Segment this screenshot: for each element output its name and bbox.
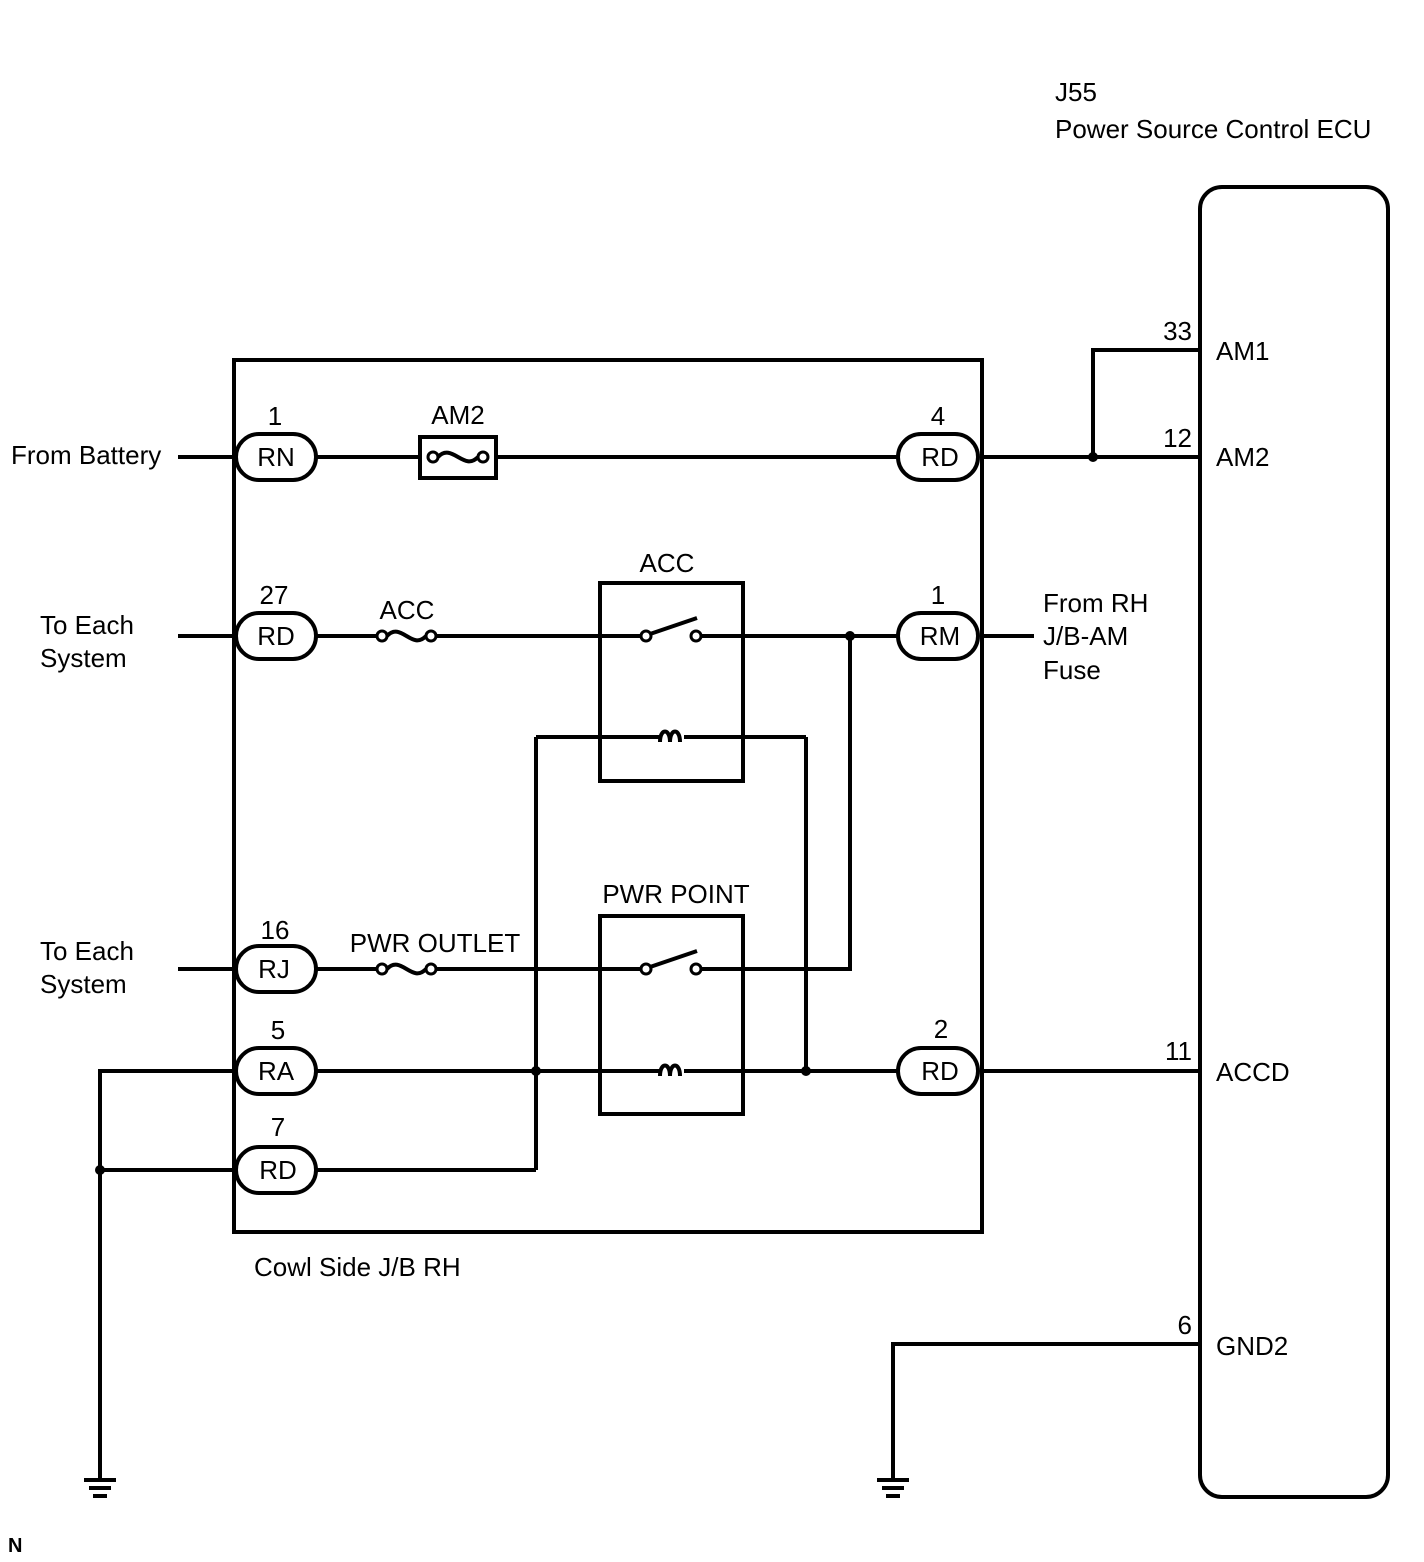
relay-switch-icon	[639, 949, 703, 976]
relay-pwr-point-box	[598, 914, 745, 1116]
svg-text:RD: RD	[921, 1056, 959, 1086]
connector-num: 7	[271, 1112, 285, 1142]
relay-label: PWR POINT	[602, 879, 749, 909]
label-to-each-system: System	[40, 969, 127, 999]
svg-text:RJ: RJ	[258, 954, 290, 984]
svg-text:RD: RD	[257, 621, 295, 651]
svg-text:RD: RD	[921, 442, 959, 472]
svg-text:RM: RM	[920, 621, 960, 651]
wires	[98, 348, 1200, 1480]
connector: RM 1	[896, 580, 980, 661]
ecu-pin-num: 11	[1165, 1036, 1192, 1066]
junction-block-box	[232, 358, 984, 1234]
label-to-each: To Each	[40, 936, 134, 966]
fuse-am2-icon	[418, 435, 498, 480]
label-from-rh: J/B-AM	[1043, 621, 1128, 651]
corner-mark: N	[8, 1535, 22, 1557]
connector-num: 16	[261, 915, 290, 945]
fuse-label: AM2	[431, 400, 484, 430]
svg-text:RD: RD	[259, 1155, 297, 1185]
connector: RD 7	[234, 1112, 318, 1195]
connector: RJ 16	[234, 915, 318, 994]
ground-icon	[84, 1478, 116, 1498]
junction-block-name: Cowl Side J/B RH	[254, 1252, 461, 1282]
connector-num: 4	[931, 401, 945, 431]
ecu-box	[1198, 185, 1390, 1499]
svg-text:RN: RN	[257, 442, 295, 472]
relay-coil-icon	[658, 1063, 682, 1077]
connector: RN 1	[234, 401, 318, 482]
ecu-pin-name: AM2	[1216, 442, 1269, 472]
ecu-pin-name: GND2	[1216, 1331, 1288, 1361]
connector: RD 4	[896, 401, 980, 482]
connector-num: 2	[934, 1014, 948, 1044]
relay-switch-icon	[639, 616, 703, 643]
connector-num: 1	[931, 580, 945, 610]
ecu-code: J55	[1055, 77, 1097, 107]
connector: RA 5	[234, 1015, 318, 1096]
label-to-each-system: System	[40, 643, 127, 673]
junction-dots	[95, 452, 1098, 1175]
label-from-rh: Fuse	[1043, 655, 1101, 685]
fuse-label: PWR OUTLET	[350, 928, 521, 958]
ecu-pin-num: 12	[1163, 423, 1192, 453]
fuse-pwr-outlet-icon	[375, 962, 438, 976]
ecu-pin-num: 6	[1178, 1310, 1192, 1340]
connector: RD 27	[234, 580, 318, 661]
svg-text:RA: RA	[258, 1056, 295, 1086]
label-to-each: To Each	[40, 610, 134, 640]
connector: RD 2	[896, 1014, 980, 1096]
ecu-pin-num: 33	[1163, 316, 1192, 346]
label-from-rh: From RH	[1043, 588, 1148, 618]
label-from-battery: From Battery	[11, 440, 161, 470]
ecu-name: Power Source Control ECU	[1055, 114, 1371, 144]
relay-acc-box	[598, 581, 745, 783]
relay-label: ACC	[640, 548, 695, 578]
ground-icon	[877, 1478, 909, 1498]
fuse-label: ACC	[380, 595, 435, 625]
ecu-pin-name: ACCD	[1216, 1057, 1290, 1087]
connector-num: 27	[260, 580, 289, 610]
connector-num: 1	[268, 401, 282, 431]
connector-num: 5	[271, 1015, 285, 1045]
ecu-pin-name: AM1	[1216, 336, 1269, 366]
fuse-acc-icon	[375, 629, 438, 643]
relay-coil-icon	[658, 729, 682, 743]
